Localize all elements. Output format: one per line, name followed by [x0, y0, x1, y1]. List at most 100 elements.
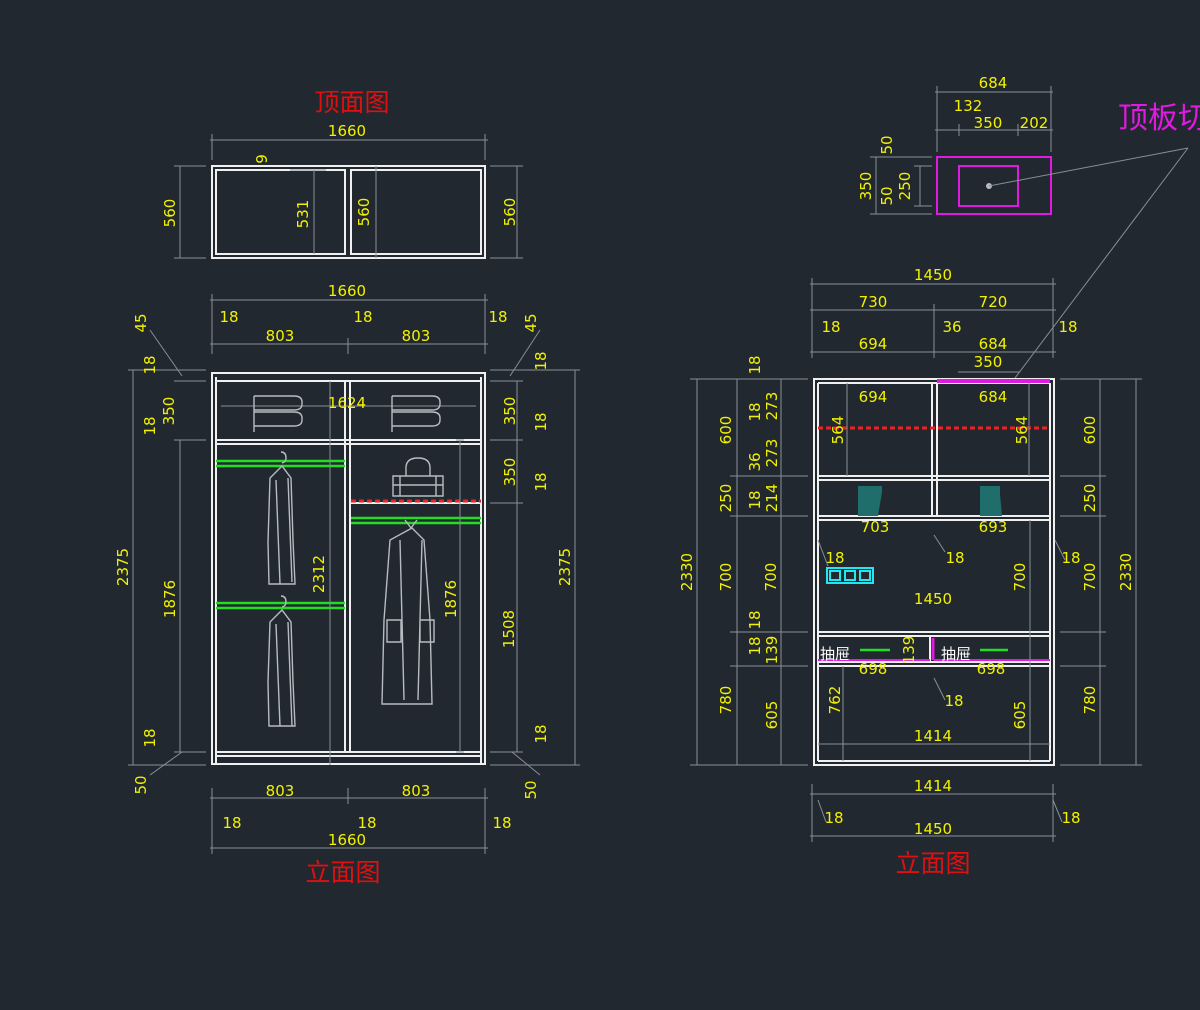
- dim-label: 698: [859, 660, 888, 678]
- dim-label: 1624: [328, 394, 366, 412]
- dim-label: 700: [717, 563, 735, 592]
- dim-label: 18: [222, 814, 241, 832]
- dim-label: 803: [402, 782, 431, 800]
- dim-label: 18: [532, 472, 550, 491]
- dim-label: 803: [266, 327, 295, 345]
- folded-clothes-icon: [253, 395, 441, 432]
- dim-label: 18: [746, 355, 764, 374]
- dim-label: 694: [859, 388, 888, 406]
- dim-label: 18: [532, 412, 550, 431]
- dim-label: 600: [717, 416, 735, 445]
- handbag-icon: [392, 457, 444, 497]
- dim-label: 250: [717, 484, 735, 513]
- dim-label: 18: [746, 490, 764, 509]
- dim-label: 780: [717, 686, 735, 715]
- dim-label: 684: [979, 335, 1008, 353]
- dim-label: 18: [821, 318, 840, 336]
- dim-label: 694: [859, 335, 888, 353]
- dim-label: 2375: [114, 548, 132, 586]
- dim-label: 560: [161, 199, 179, 228]
- dim-label: 45: [132, 313, 150, 332]
- dim-label: 18: [746, 402, 764, 421]
- dim-label: 564: [829, 416, 847, 445]
- dim-label: 132: [954, 97, 983, 115]
- dim-label: 564: [1013, 416, 1031, 445]
- dim-label: 1414: [914, 727, 952, 745]
- top-view-title: 顶面图: [314, 88, 389, 117]
- dim-label: 698: [977, 660, 1006, 678]
- right-elevation-title: 立面图: [895, 849, 970, 878]
- dim-label: 1450: [914, 266, 952, 284]
- dim-label: 9: [253, 154, 271, 164]
- top-view-plan: [174, 134, 523, 259]
- dim-label: 1508: [500, 610, 518, 648]
- drawer-label: 抽屉: [941, 645, 971, 663]
- dim-label: 2330: [678, 553, 696, 591]
- dim-label: 605: [763, 701, 781, 730]
- dim-label: 1414: [914, 777, 952, 795]
- dim-label: 45: [522, 313, 540, 332]
- dim-label: 605: [1011, 701, 1029, 730]
- dim-label: 2375: [556, 548, 574, 586]
- dim-label: 1660: [328, 831, 366, 849]
- dim-label: 730: [859, 293, 888, 311]
- dim-label: 700: [1081, 563, 1099, 592]
- left-elevation-cabinet: [211, 372, 486, 765]
- dim-label: 1876: [161, 580, 179, 618]
- right-elevation-cabinet: [813, 378, 1055, 766]
- left-elevation-dim-lines: [128, 294, 580, 854]
- left-elevation-title: 立面图: [305, 858, 380, 887]
- dim-label: 18: [532, 724, 550, 743]
- top-panel-title: 顶板切: [1118, 101, 1200, 136]
- dim-label: 350: [501, 397, 519, 426]
- dim-label: 1876: [442, 580, 460, 618]
- dim-label: 18: [488, 308, 507, 326]
- dim-label: 18: [141, 355, 159, 374]
- dim-label: 684: [979, 74, 1008, 92]
- dim-label: 18: [746, 610, 764, 629]
- dim-label: 273: [763, 392, 781, 421]
- boots-icon: [858, 486, 1002, 516]
- dim-label: 50: [878, 186, 896, 205]
- dim-label: 18: [141, 728, 159, 747]
- dim-label: 703: [861, 518, 890, 536]
- dim-label: 50: [132, 775, 150, 794]
- dim-label: 18: [746, 636, 764, 655]
- dim-label: 202: [1020, 114, 1049, 132]
- dim-label: 560: [501, 198, 519, 227]
- top-panel-detail: [870, 86, 1189, 379]
- dim-label: 139: [900, 636, 918, 665]
- dim-label: 1450: [914, 820, 952, 838]
- long-coat-icon: [381, 519, 435, 705]
- dim-label: 50: [878, 135, 896, 154]
- dim-label: 350: [160, 397, 178, 426]
- dim-label: 684: [979, 388, 1008, 406]
- dim-label: 18: [1061, 549, 1080, 567]
- dim-label: 18: [825, 549, 844, 567]
- dim-label: 18: [1058, 318, 1077, 336]
- right-elevation-dim-lines: [690, 278, 1142, 842]
- dim-label: 720: [979, 293, 1008, 311]
- dim-label: 36: [746, 452, 764, 471]
- dim-label: 18: [357, 814, 376, 832]
- dim-label: 350: [501, 458, 519, 487]
- dim-label: 18: [353, 308, 372, 326]
- dim-label: 531: [294, 200, 312, 229]
- dim-label: 50: [522, 780, 540, 799]
- dim-label: 560: [355, 198, 373, 227]
- dim-label: 2330: [1117, 553, 1135, 591]
- dim-label: 1450: [914, 590, 952, 608]
- dim-label: 762: [826, 686, 844, 715]
- dim-label: 350: [857, 172, 875, 201]
- dim-label: 1660: [328, 122, 366, 140]
- dim-label: 803: [266, 782, 295, 800]
- dim-label: 1660: [328, 282, 366, 300]
- dim-label: 600: [1081, 416, 1099, 445]
- dim-label: 18: [492, 814, 511, 832]
- dim-label: 700: [762, 563, 780, 592]
- dim-label: 36: [942, 318, 961, 336]
- dim-label: 250: [896, 172, 914, 201]
- dim-label: 693: [979, 518, 1008, 536]
- dim-label: 18: [824, 809, 843, 827]
- drawer-label: 抽屉: [820, 645, 850, 663]
